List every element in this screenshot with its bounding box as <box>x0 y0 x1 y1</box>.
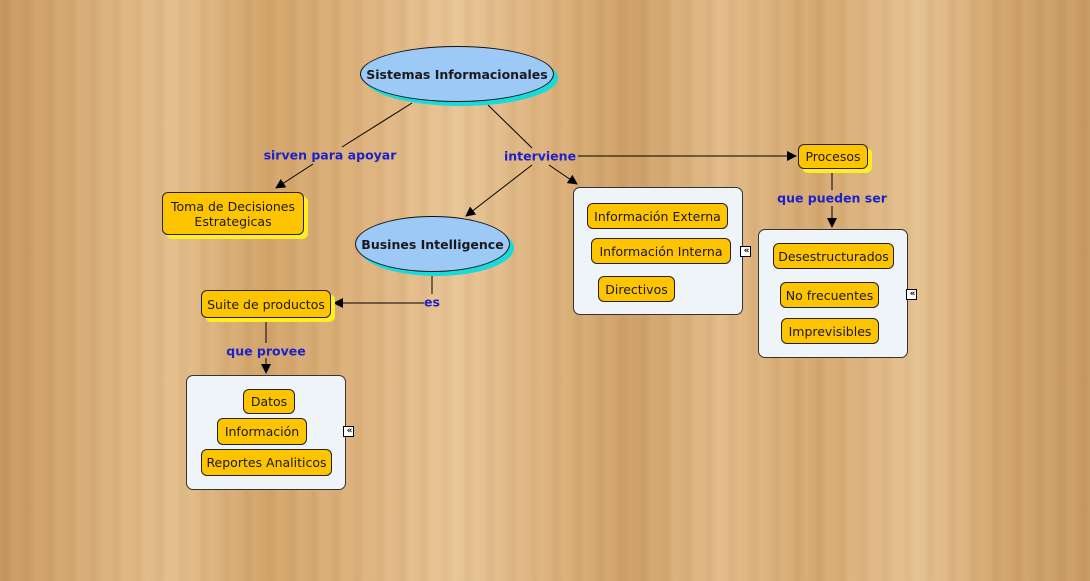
concept-toma-line2: Estrategicas <box>194 213 272 229</box>
line-sistemas-sirven <box>341 102 413 148</box>
concept-informacion-interna[interactable]: Información Interna <box>591 238 731 264</box>
concept-sistemas-informacionales[interactable]: Sistemas Informacionales <box>360 46 554 102</box>
suite-group-panel[interactable]: Datos Información Reportes Analiticos <box>186 375 346 490</box>
concept-directivos-label: Directivos <box>605 281 668 297</box>
concept-info-externa-label: Información Externa <box>594 208 721 224</box>
concept-toma-line1: Toma de Decisiones <box>171 198 295 214</box>
concept-toma-de-decisiones[interactable]: Toma de Decisiones Estrategicas <box>162 192 304 235</box>
concept-directivos[interactable]: Directivos <box>598 276 675 302</box>
concept-imprevisibles[interactable]: Imprevisibles <box>781 318 879 344</box>
info-group-panel[interactable]: Información Externa Información Interna … <box>573 187 743 315</box>
line-sistemas-interviene <box>487 104 533 149</box>
concept-desestructurados[interactable]: Desestructurados <box>773 243 894 269</box>
line-sirven-toma <box>275 163 314 189</box>
link-label-que-provee: que provee <box>226 343 306 359</box>
concept-imprevisibles-label: Imprevisibles <box>788 323 872 339</box>
expand-collapse-icon-info[interactable]: « <box>740 246 751 257</box>
concept-datos-label: Datos <box>250 394 288 409</box>
concept-reportes-analiticos[interactable]: Reportes Analiticos <box>201 449 332 476</box>
concept-informacion-label: Información <box>224 424 300 439</box>
concept-procesos-label: Procesos <box>805 149 861 164</box>
concept-no-frecuentes-label: No frecuentes <box>785 287 874 303</box>
concept-suite-label: Suite de productos <box>207 296 325 312</box>
concept-procesos[interactable]: Procesos <box>798 144 868 169</box>
concept-sistemas-label: Sistemas Informacionales <box>366 66 548 82</box>
concept-business-intelligence[interactable]: Busines Intelligence <box>355 216 510 272</box>
expand-collapse-icon-suite[interactable]: « <box>343 426 354 437</box>
expand-collapse-icon-procesos[interactable]: « <box>906 289 917 300</box>
link-label-que-pueden-ser: que pueden ser <box>777 190 887 206</box>
concept-informacion[interactable]: Información <box>217 418 307 445</box>
line-interviene-info <box>548 164 578 185</box>
line-interviene-business <box>465 164 533 217</box>
concept-desestructurados-label: Desestructurados <box>778 248 889 264</box>
concept-datos[interactable]: Datos <box>243 389 295 414</box>
link-label-interviene: interviene <box>503 148 577 164</box>
concept-informacion-externa[interactable]: Información Externa <box>587 203 728 229</box>
concept-no-frecuentes[interactable]: No frecuentes <box>780 282 879 308</box>
link-label-es: es <box>424 294 440 310</box>
procesos-group-panel[interactable]: Desestructurados No frecuentes Imprevisi… <box>758 229 908 358</box>
concept-reportes-label: Reportes Analiticos <box>206 455 327 470</box>
concept-suite-de-productos[interactable]: Suite de productos <box>201 290 331 318</box>
link-label-sirven: sirven para apoyar <box>263 147 397 163</box>
concept-info-interna-label: Información Interna <box>599 243 723 259</box>
concept-business-label: Busines Intelligence <box>361 236 504 252</box>
